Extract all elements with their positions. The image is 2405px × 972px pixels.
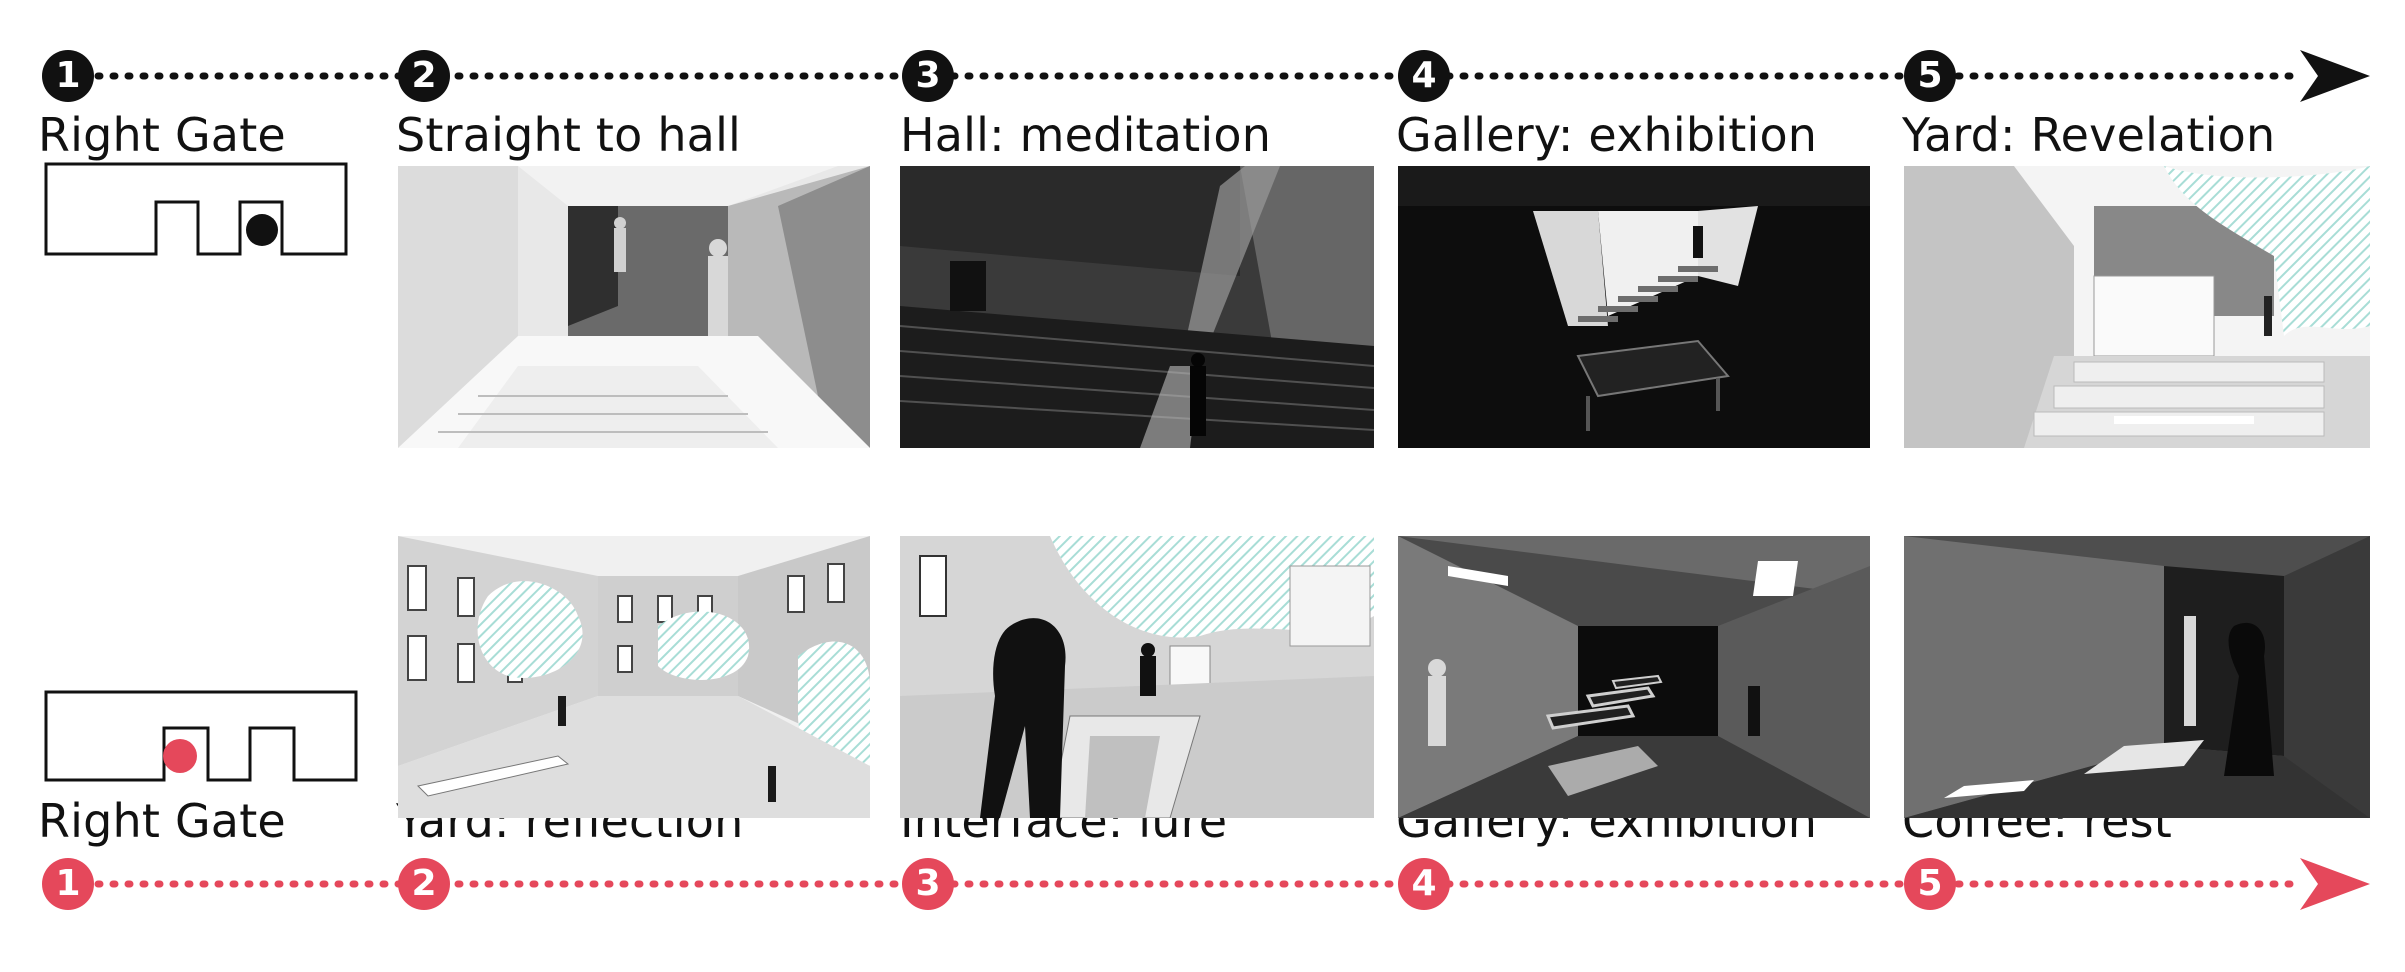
render-hall-meditation — [900, 166, 1374, 448]
top-step-4-label: Gallery: exhibition — [1396, 108, 1818, 162]
bottom-step-4-badge: 4 — [1398, 858, 1450, 910]
top-step-2-label: Straight to hall — [396, 108, 742, 162]
top-step-3-badge: 3 — [902, 50, 954, 102]
render-straight-to-hall — [398, 166, 870, 448]
bottom-step-3-badge: 3 — [902, 858, 954, 910]
top-step-2-badge: 2 — [398, 50, 450, 102]
bottom-position-marker — [163, 739, 197, 773]
top-route-arrowhead — [2300, 50, 2370, 102]
render-interface-lure — [900, 536, 1374, 818]
render-yard-revelation — [1904, 166, 2370, 448]
top-position-marker — [246, 214, 278, 246]
top-step-1-badge: 1 — [42, 50, 94, 102]
top-step-5-label: Yard: Revelation — [1902, 108, 2276, 162]
top-step-4-badge: 4 — [1398, 50, 1450, 102]
bottom-step-5-badge: 5 — [1904, 858, 1956, 910]
render-coffee-rest — [1904, 536, 2370, 818]
top-plan-diagram — [44, 162, 348, 256]
top-step-5-badge: 5 — [1904, 50, 1956, 102]
bottom-step-1-badge: 1 — [42, 858, 94, 910]
bottom-route-arrowhead — [2300, 858, 2370, 910]
bottom-step-1-label: Right Gate — [38, 794, 286, 848]
bottom-plan-diagram — [44, 690, 358, 782]
bottom-step-2-badge: 2 — [398, 858, 450, 910]
top-step-3-label: Hall: meditation — [900, 108, 1272, 162]
render-gallery-exhibition-top — [1398, 166, 1870, 448]
top-step-1-label: Right Gate — [38, 108, 286, 162]
render-yard-reflection — [398, 536, 870, 818]
render-gallery-exhibition-bottom — [1398, 536, 1870, 818]
